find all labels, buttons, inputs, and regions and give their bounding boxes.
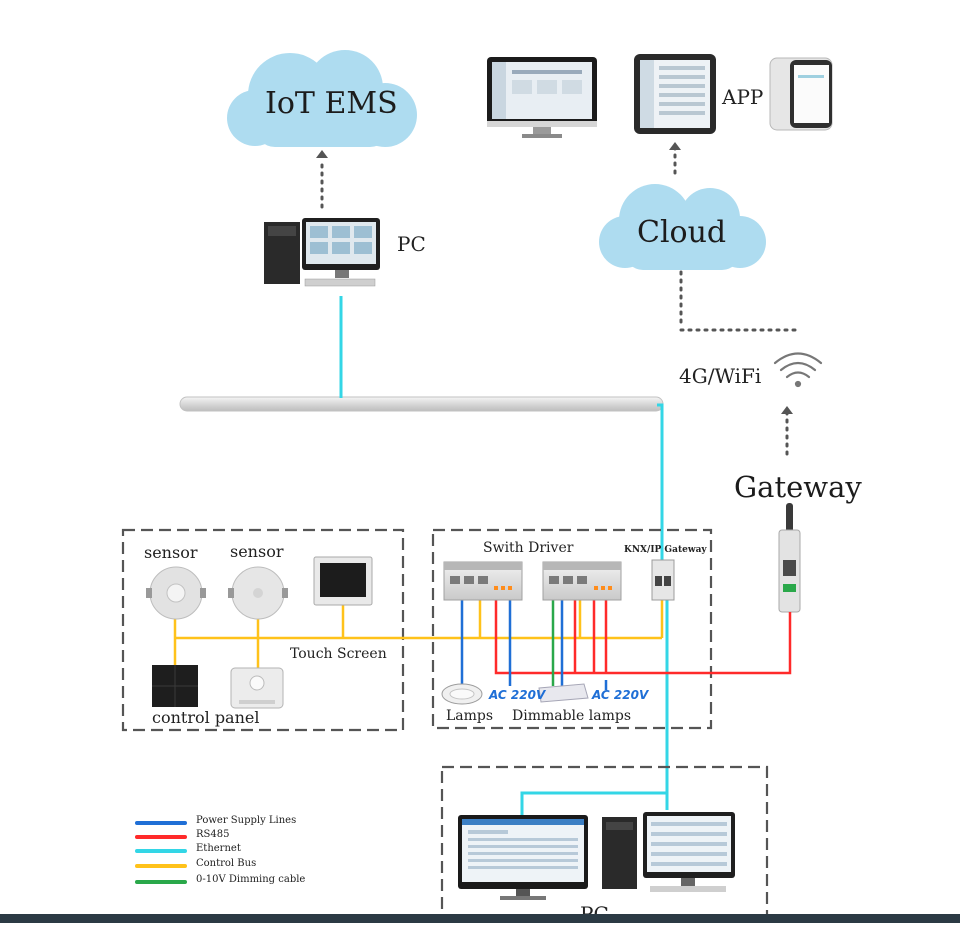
ceiling-sensor-icon bbox=[146, 566, 206, 620]
pc-monitor-icon bbox=[458, 815, 588, 900]
touch-screen-label: Touch Screen bbox=[290, 646, 387, 662]
knx-gateway-label: KNX/IP Gateway bbox=[624, 545, 707, 555]
arrow-up-icon bbox=[316, 150, 328, 158]
legend-swatch-control-bus bbox=[135, 864, 187, 868]
switch-driver-label: Swith Driver bbox=[483, 540, 574, 556]
control-panel-icon bbox=[152, 665, 198, 707]
legend-label-rs485: RS485 bbox=[196, 829, 230, 840]
bottom-strip bbox=[0, 914, 960, 923]
iot-ems-label: IoT EMS bbox=[265, 86, 398, 121]
touch-screen-icon bbox=[313, 556, 373, 606]
power-supply-lines bbox=[460, 600, 608, 690]
ac-voltage-label-2: AC 220V bbox=[592, 688, 649, 702]
rs485-lines bbox=[494, 600, 792, 675]
ethernet-line bbox=[657, 403, 664, 565]
lamp-icon bbox=[441, 683, 483, 705]
sensor-label-1: sensor bbox=[144, 543, 198, 562]
cloud-icon bbox=[599, 184, 766, 270]
wifi-icon bbox=[773, 352, 823, 388]
pc-group-box bbox=[440, 765, 769, 923]
smartphone-icon bbox=[769, 57, 833, 131]
pc-workstation-icon bbox=[264, 218, 380, 287]
ceiling-sensor-icon bbox=[228, 566, 288, 620]
cloud-label: Cloud bbox=[637, 215, 727, 250]
wireless-links bbox=[320, 145, 802, 457]
ethernet-backbone-bus bbox=[179, 396, 664, 412]
sensor-group-box bbox=[121, 528, 405, 732]
ac-voltage-label-1: AC 220V bbox=[489, 688, 546, 702]
pc-top-label: PC bbox=[397, 232, 426, 256]
dimmable-lamps-label: Dimmable lamps bbox=[512, 708, 632, 724]
pc-monitor-icon bbox=[643, 812, 735, 892]
knx-gateway-icon bbox=[651, 559, 675, 601]
gateway-device-icon bbox=[778, 503, 801, 613]
tablet-icon bbox=[634, 54, 716, 134]
legend-swatch-ethernet bbox=[135, 849, 187, 853]
control-bus-lines bbox=[173, 600, 664, 668]
app-label: APP bbox=[722, 85, 764, 109]
legend-label-power: Power Supply Lines bbox=[196, 815, 297, 826]
pc-tower-icon bbox=[602, 817, 637, 889]
control-panel-label: control panel bbox=[152, 708, 260, 727]
gateway-label: Gateway bbox=[734, 470, 862, 504]
wifi-label: 4G/WiFi bbox=[679, 364, 762, 388]
motion-sensor-icon bbox=[230, 667, 284, 709]
iot-ems-cloud-icon bbox=[227, 50, 417, 147]
legend-label-control-bus: Control Bus bbox=[196, 858, 257, 869]
sensor-label-2: sensor bbox=[230, 542, 284, 561]
legend-label-dimming: 0-10V Dimming cable bbox=[196, 874, 306, 885]
ethernet-line bbox=[520, 791, 667, 815]
legend-swatch-dimming bbox=[135, 880, 187, 884]
desktop-monitor-icon bbox=[487, 57, 597, 138]
lamps-label: Lamps bbox=[446, 708, 494, 724]
arrow-up-icon bbox=[781, 406, 793, 414]
legend-swatch-power bbox=[135, 821, 187, 825]
switch-driver-icon bbox=[443, 561, 523, 601]
dimmable-lamp-icon bbox=[538, 683, 589, 703]
arrow-up-icon bbox=[669, 142, 681, 150]
legend-swatch-rs485 bbox=[135, 835, 187, 839]
switch-driver-icon bbox=[542, 561, 622, 601]
legend-label-ethernet: Ethernet bbox=[196, 843, 241, 854]
driver-group-box bbox=[431, 528, 713, 730]
